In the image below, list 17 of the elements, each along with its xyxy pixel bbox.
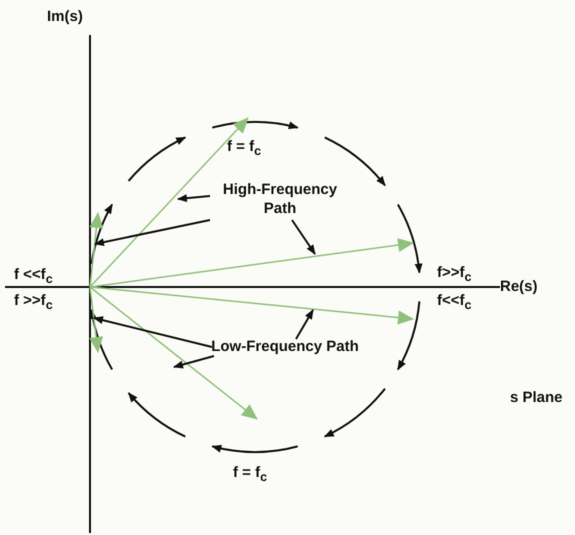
- callout-text: Low-Frequency Path: [210, 337, 360, 356]
- frequency-label: f <<f$_{c}$: [14, 266, 53, 288]
- leader-line: [295, 309, 314, 340]
- frequency-label: f = f$_{c}$: [233, 464, 268, 486]
- leader-line: [291, 219, 316, 255]
- leader-line: [94, 219, 210, 246]
- leader-line: [93, 316, 212, 348]
- axis-label: Im(s): [47, 8, 83, 26]
- callout-text: High-Frequency Path: [205, 180, 355, 218]
- axis-label: Re(s): [500, 278, 538, 296]
- frequency-label: f >>f$_{c}$: [14, 292, 53, 314]
- leader-line: [173, 355, 214, 368]
- frequency-label: f<<f$_{c}$: [437, 292, 472, 314]
- frequency-label: f>>f$_{c}$: [437, 264, 472, 286]
- plane-label: s Plane: [510, 389, 563, 407]
- frequency-label: f = f$_{c}$: [227, 138, 262, 160]
- leader-line: [177, 194, 210, 202]
